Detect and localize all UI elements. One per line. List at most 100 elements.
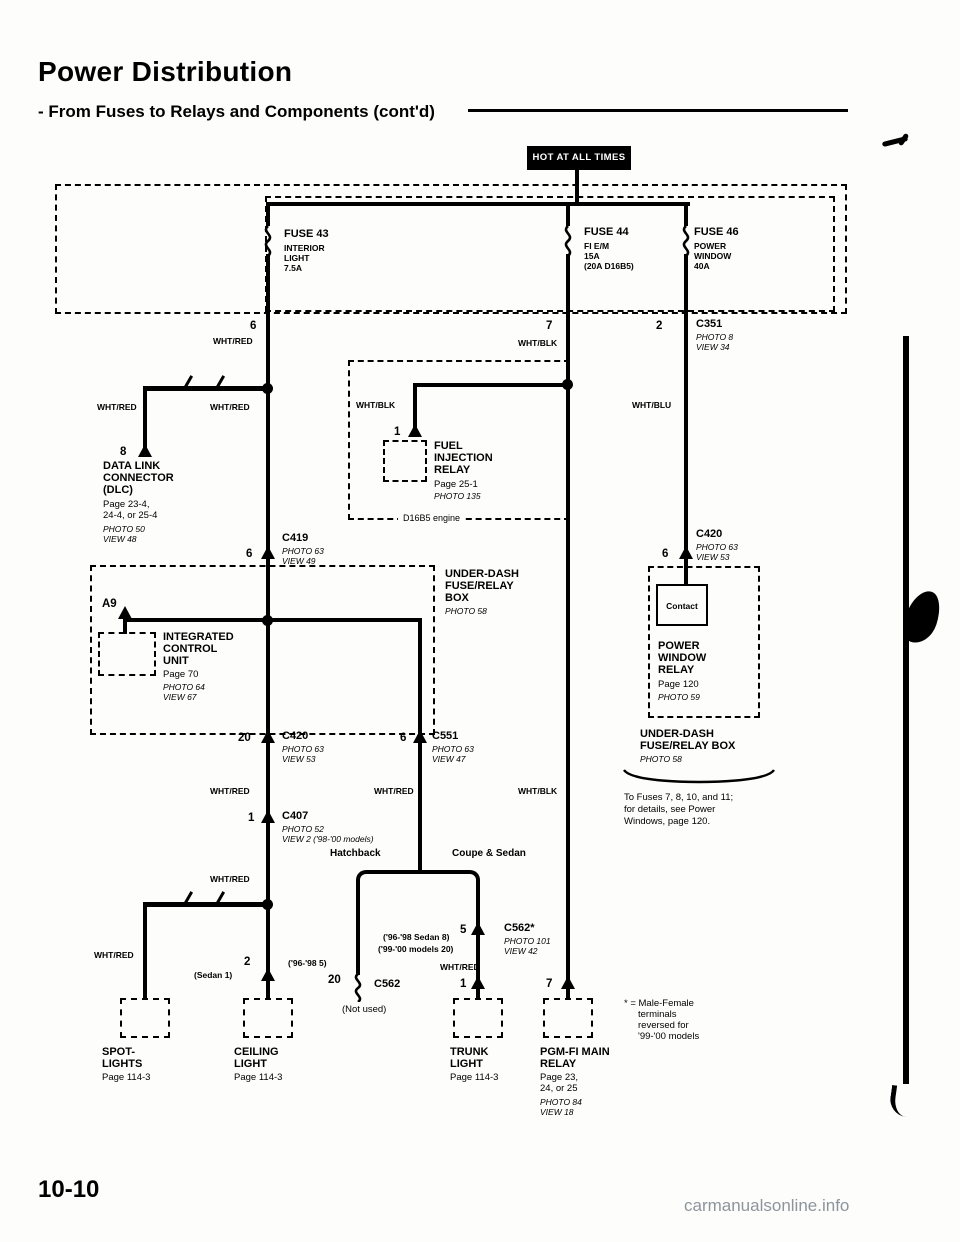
c562s-note-1: ('96-'98 Sedan 8): [383, 932, 450, 942]
icu-photo: PHOTO 64: [163, 682, 205, 692]
udbox-left-title-1: UNDER-DASH: [445, 568, 519, 580]
connector-c562h-name: C562: [374, 978, 401, 990]
fuse44-line1: FI E/M: [584, 241, 610, 251]
dlc-title-3: (DLC): [103, 484, 133, 496]
ceiling-light-box: [243, 998, 293, 1038]
junction-dot: [262, 383, 273, 394]
icu-title-1: INTEGRATED: [163, 631, 234, 643]
wire-coupe-sedan: [476, 880, 480, 998]
c420r-pin-arrow-icon: [679, 546, 693, 559]
icu-ref: A9: [102, 598, 117, 610]
c551-pin: 6: [400, 732, 407, 744]
connector-c351-name: C351: [696, 318, 723, 330]
fuse43-line2: LIGHT: [284, 253, 310, 263]
wire-color-label: WHT/BLU: [632, 400, 672, 410]
icu-view: VIEW 67: [163, 692, 197, 702]
fir-title-3: RELAY: [434, 464, 471, 476]
spot-title-1: SPOT-: [102, 1046, 136, 1058]
section-subtitle: - From Fuses to Relays and Components (c…: [38, 102, 435, 121]
fuse46-drop-wire: [684, 204, 688, 226]
connector-c407-name: C407: [282, 810, 309, 822]
spot-page: Page 114-3: [102, 1072, 151, 1083]
pwr-title-1: POWER: [658, 640, 700, 652]
fuse44-drop-wire: [566, 204, 570, 226]
trunk-title-1: TRUNK: [450, 1046, 489, 1058]
icu-pin-arrow-icon: [118, 606, 132, 619]
pwr-title-2: WINDOW: [658, 652, 707, 664]
hot-bus-enclosure-outer: [55, 184, 847, 314]
fir-title-2: INJECTION: [434, 452, 493, 464]
hot-bus-enclosure-inner: [265, 196, 835, 312]
fuse44-alt-rating: (20A D16B5): [584, 261, 634, 271]
fuse46-line1: POWER: [694, 241, 727, 251]
connector-c551-view: VIEW 47: [432, 754, 466, 764]
c562s-pin: 5: [460, 924, 467, 936]
scan-hook: [888, 1084, 910, 1118]
trunk-pin-arrow-icon: [471, 976, 485, 989]
connector-c551-name: C551: [432, 730, 459, 742]
udbox-right-title-2: FUSE/RELAY BOX: [640, 740, 736, 752]
wire-mid-main: [566, 254, 570, 998]
c562h-pin: 20: [328, 974, 341, 986]
c419-pin-arrow-icon: [261, 546, 275, 559]
connector-c407-photo: PHOTO 52: [282, 824, 324, 834]
pgmfi-pin: 7: [546, 978, 553, 990]
fir-engine-label: D16B5 engine: [398, 513, 466, 525]
pgmfi-title-1: PGM-FI MAIN: [540, 1046, 610, 1058]
pin-top-left: 6: [250, 320, 257, 332]
pin-top-mid: 7: [546, 320, 553, 332]
c407-pin-arrow-icon: [261, 810, 275, 823]
dlc-title-1: DATA LINK: [103, 460, 161, 472]
fuse46-line2: WINDOW: [694, 251, 732, 261]
wire-right-main: [684, 254, 688, 586]
c562s-note-2: ('99-'00 models 20): [378, 944, 454, 954]
fir-page: Page 25-1: [434, 479, 478, 490]
spot-branch-wire: [143, 902, 270, 907]
udbox-right-title-1: UNDER-DASH: [640, 728, 714, 740]
fir-branch-wire: [413, 383, 568, 387]
icu-title-2: CONTROL: [163, 643, 218, 655]
pgmfi-title-2: RELAY: [540, 1058, 577, 1070]
trunk-page: Page 114-3: [450, 1072, 499, 1083]
connector-c351-photo: PHOTO 8: [696, 332, 734, 342]
footnote-line-1: * = Male-Female: [624, 998, 694, 1009]
badge-stem-wire: [575, 170, 579, 204]
connector-c420r-view: VIEW 53: [696, 552, 730, 562]
footnote-line-3: reversed for: [638, 1020, 689, 1031]
dlc-page-1: Page 23-4,: [103, 499, 150, 510]
wire-color-label: WHT/BLK: [356, 400, 396, 410]
pgmfi-relay-box: [543, 998, 593, 1038]
connector-c551-photo: PHOTO 63: [432, 744, 474, 754]
spot-title-2: LIGHTS: [102, 1058, 143, 1070]
dlc-pin-arrow-icon: [138, 444, 152, 457]
pwr-photo: PHOTO 59: [658, 692, 700, 702]
page-number: 10-10: [38, 1176, 100, 1203]
dlc-pin: 8: [120, 446, 127, 458]
fuse46-icon: [682, 226, 690, 256]
udbox-left-title-3: BOX: [445, 592, 469, 604]
underbrace-icon: [623, 769, 775, 784]
ceiling-page: Page 114-3: [234, 1072, 283, 1083]
fuse43-rating: 7.5A: [284, 263, 302, 273]
trunk-title-2: LIGHT: [450, 1058, 483, 1070]
fuse43-icon: [264, 226, 272, 256]
icu-title-3: UNIT: [163, 655, 189, 667]
c407-pin: 1: [248, 812, 255, 824]
connector-c562s-photo: PHOTO 101: [504, 936, 551, 946]
branch-label-coupe-sedan: Coupe & Sedan: [452, 848, 526, 859]
footnote-line-4: '99-'00 models: [638, 1031, 700, 1042]
fuse46-rating: 40A: [694, 261, 710, 271]
icu-page: Page 70: [163, 669, 199, 680]
udbox-right-photo: PHOTO 58: [640, 754, 682, 764]
wire-hatchback: [356, 880, 360, 975]
footnote-line-2: terminals: [638, 1009, 677, 1020]
junction-dot: [262, 615, 273, 626]
connector-c351-view: VIEW 34: [696, 342, 730, 352]
spot-lights-box: [120, 998, 170, 1038]
junction-dot: [562, 379, 573, 390]
connector-c562s-view: VIEW 42: [504, 946, 538, 956]
c562h-connector-icon: [354, 974, 362, 1002]
pgmfi-page-2: 24, or 25: [540, 1083, 578, 1094]
watermark: carmanualsonline.info: [684, 1196, 850, 1215]
